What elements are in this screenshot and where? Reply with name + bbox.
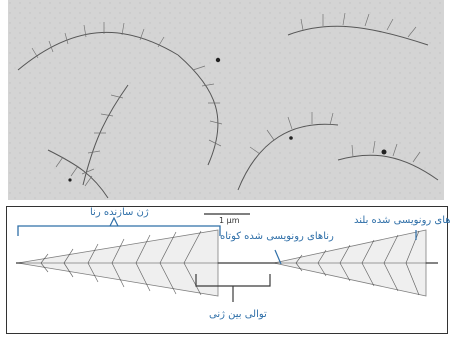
micrograph-art <box>8 0 444 200</box>
scale-bar-label: 1 μm <box>219 217 240 225</box>
gene-label: ژن سازنده رنا <box>90 208 149 218</box>
short-transcripts-label: رناهای رونویسی شده کوتاه <box>220 232 334 242</box>
electron-micrograph <box>8 0 444 200</box>
transcription-diagram: 1 μm ژن سازنده رنا رناهای رونویسی شده کو… <box>6 206 448 334</box>
long-transcripts-label: رناهای رونویسی شده بلند <box>354 216 450 226</box>
spacer-label: توالی بین ژنی <box>209 310 267 320</box>
